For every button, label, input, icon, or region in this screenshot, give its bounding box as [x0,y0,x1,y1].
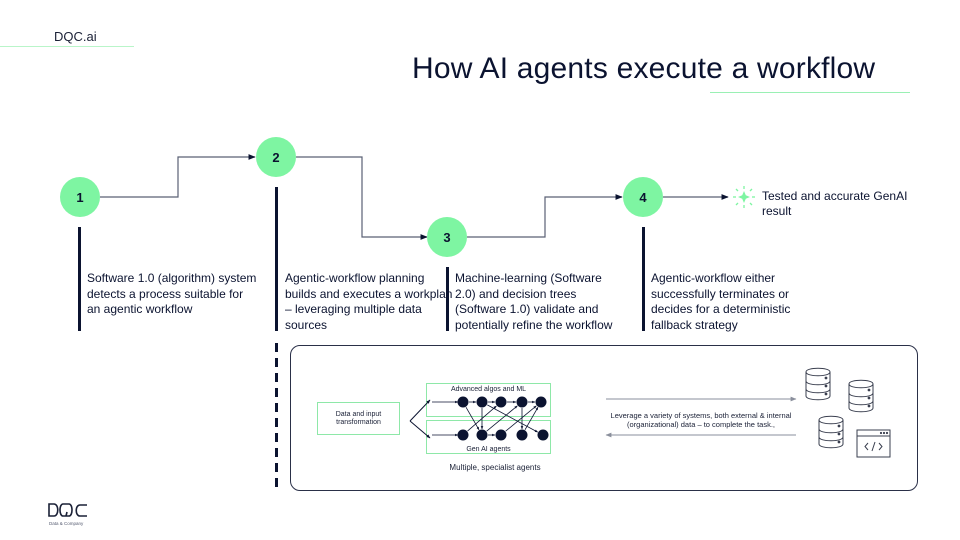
connector-3-4 [467,194,623,238]
agent-node [495,396,507,408]
network-edge [465,407,480,431]
result-label: Tested and accurate GenAI result [762,189,908,218]
agent-node [537,429,549,441]
agent-node [457,429,469,441]
branch-arrow-bottom [409,420,431,439]
brand-name: DQC.ai [54,29,97,44]
brand-underline [0,46,134,47]
agents-network [409,399,431,439]
input-transformation-label: Data and input transformation [335,411,382,426]
agent-node [476,429,488,441]
title-underline [710,92,910,93]
sparkle-icon [733,186,755,208]
step-node-1: 1 [60,177,100,217]
exchange-description: Leverage a variety of systems, both exte… [610,411,792,429]
agent-node [516,429,528,441]
agent-node [476,396,488,408]
connector-2-3 [296,156,428,240]
database-icon [805,367,831,401]
step-4-bar [642,227,645,331]
network-edge [524,406,539,430]
step-node-3: 3 [427,217,467,257]
database-icon [818,415,844,449]
step-node-2: 2 [256,137,296,177]
agents-caption: Multiple, specialist agents [449,463,541,472]
connector-1-2 [100,154,256,198]
step-1-bar [78,227,81,331]
step-1-description: Software 1.0 (algorithm) system detects … [87,271,257,316]
step-3-bar [446,267,449,331]
step-number: 4 [639,190,647,205]
agent-node [495,429,507,441]
page-title: How AI agents execute a workflow [412,52,876,85]
step-number: 2 [272,150,279,165]
step-node-4: 4 [623,177,663,217]
company-logo [48,503,87,517]
step-3-description: Machine-learning (Software 2.0) and deci… [455,271,613,332]
agent-network-graph [432,396,549,441]
network-edge [505,405,537,432]
input-transformation-box: Data and input transformation [317,402,400,435]
database-icon [848,379,874,413]
network-edge [487,404,539,433]
step-2-bar [275,187,278,331]
step-number: 1 [76,190,83,205]
network-edge [486,405,518,432]
agent-node [535,396,547,408]
step-2-description: Agentic-workflow planning builds and exe… [285,271,453,332]
branch-arrow-top [409,399,431,422]
agent-node [516,396,528,408]
step-number: 3 [443,230,450,245]
agent-node [457,396,469,408]
logo-subtitle: Data & Company [49,521,84,526]
agents-panel [290,345,918,491]
step-4-description: Agentic-workflow either successfully ter… [651,271,791,332]
code-window-icon [856,429,891,458]
